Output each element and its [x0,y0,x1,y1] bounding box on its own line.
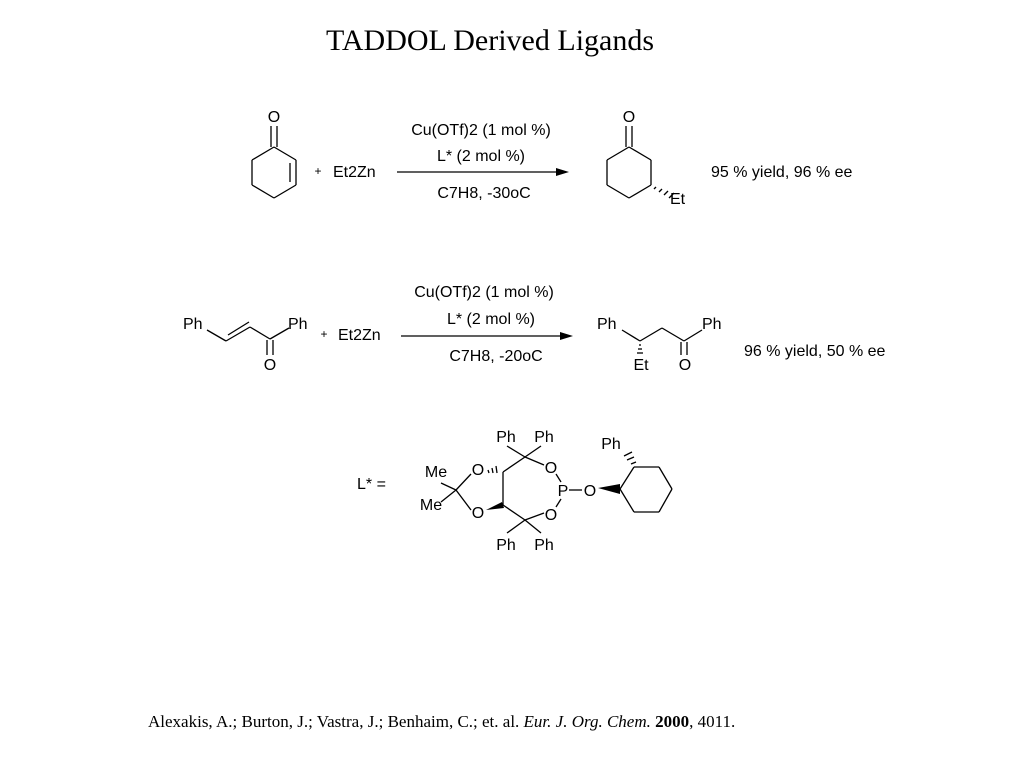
reaction-2-result: 96 % yield, 50 % ee [744,343,886,360]
reaction-arrow [401,332,573,340]
product-phenyl-right: Ph [702,316,722,333]
methyl-bottom-label: Me [420,497,442,514]
ligand-phenyl-bottom-right: Ph [534,537,554,554]
citation: Alexakis, A.; Burton, J.; Vastra, J.; Be… [148,712,735,732]
ligand-phenyl-top-right: Ph [534,429,554,446]
dioxolane-oxygen-bottom: O [472,505,484,522]
solvent-temperature: C7H8, -20oC [449,348,542,365]
ligand-structure: L* = Ph Ph Ph Ph Ph Me Me O O O O P O [357,429,673,554]
solvent-temperature: C7H8, -30oC [437,185,530,202]
product-phenyl-left: Ph [597,316,617,333]
hashed-wedge-bond [637,344,643,354]
methyl-top-label: Me [425,464,447,481]
exo-oxygen-label: O [584,483,596,500]
substrate-oxygen-label: O [268,109,280,126]
plus-sign: + [320,327,327,341]
product-oxygen-label: O [623,109,635,126]
reaction-1-result: 95 % yield, 96 % ee [711,164,853,181]
ring-oxygen-bottom: O [545,507,557,524]
substrate-phenyl-left: Ph [183,316,203,333]
substrate-oxygen-label: O [264,357,276,374]
citation-journal: Eur. J. Org. Chem. [523,712,651,731]
reaction-2: Ph Ph O + Et2Zn Cu(OTf)2 (1 mol %) L* (2… [183,284,886,374]
dioxolane-oxygen-top: O [472,462,484,479]
ethylcyclohexanone-structure [606,126,675,199]
ligand-phenyl-bottom-left: Ph [496,537,516,554]
reagent-diethylzinc: Et2Zn [333,164,376,181]
ligand-phenyl-top-left: Ph [496,429,516,446]
ligand-loading: L* (2 mol %) [437,148,525,165]
reaction-arrow [397,168,569,176]
phosphorus-label: P [558,483,569,500]
slide-title: TADDOL Derived Ligands [325,24,655,57]
catalyst-conditions: Cu(OTf)2 (1 mol %) [414,284,554,301]
substrate-phenyl-right: Ph [288,316,308,333]
citation-pages: , 4011. [689,712,736,731]
ring-oxygen-top: O [545,460,557,477]
catalyst-conditions: Cu(OTf)2 (1 mol %) [411,122,551,139]
reaction-1: O + Et2Zn Cu(OTf)2 (1 mol %) L* (2 mol %… [251,109,853,208]
citation-year: 2000 [655,712,690,731]
product-oxygen-label: O [679,357,691,374]
ligand-phenyl-cyclohexyl: Ph [601,436,621,453]
hashed-wedge-bond [653,186,675,199]
plus-sign: + [314,164,321,178]
reagent-diethylzinc: Et2Zn [338,327,381,344]
citation-authors: Alexakis, A.; Burton, J.; Vastra, J.; Be… [148,712,520,731]
ligand-label: L* = [357,476,386,493]
chalcone-structure [206,321,290,355]
product-ethyl-label: Et [633,357,649,374]
product-ketone-structure [621,327,703,355]
ligand-loading: L* (2 mol %) [447,311,535,328]
product-ethyl-label: Et [670,191,686,208]
cyclohexenone-structure [251,126,297,199]
